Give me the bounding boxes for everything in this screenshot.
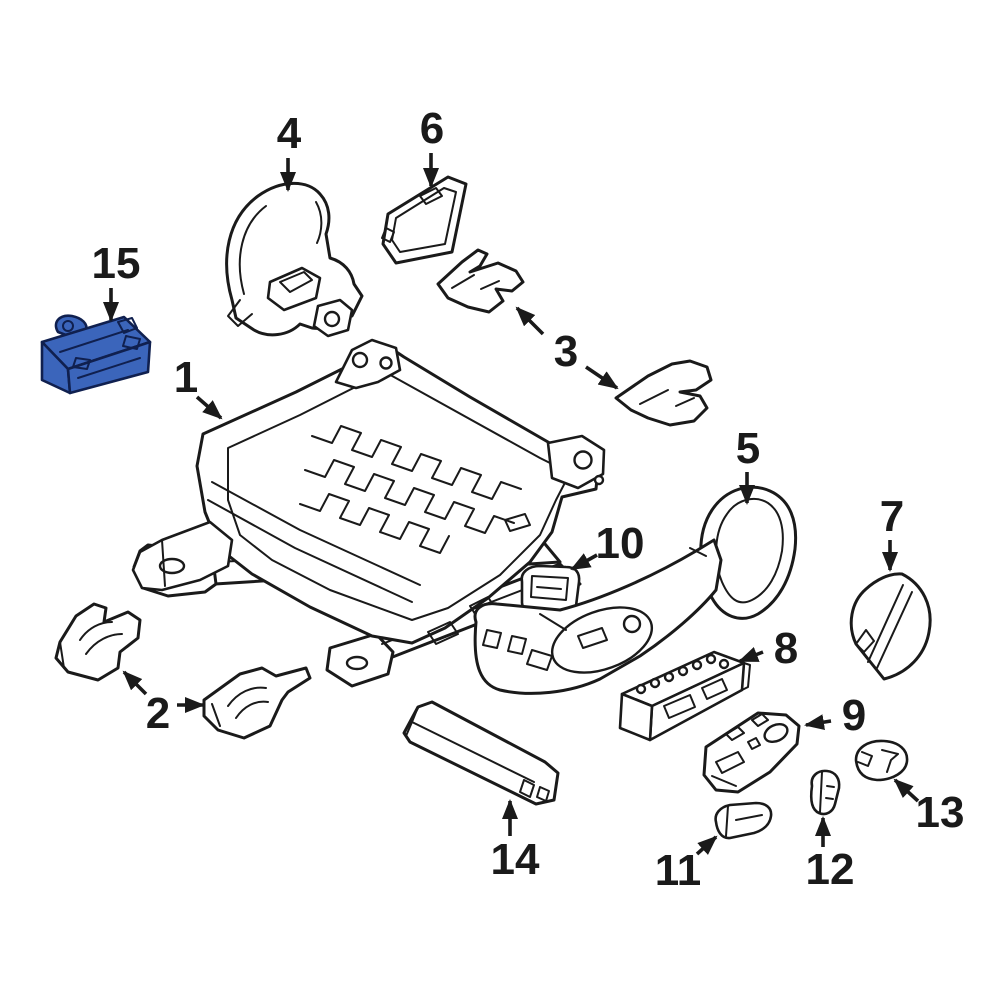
part-2-track-end-cover-right <box>202 666 312 740</box>
callout-2-arrow-1 <box>122 670 148 696</box>
callout-2-label: 2 <box>146 689 170 738</box>
callout-11-arrow <box>695 835 718 856</box>
part-7-rear-corner-trim <box>849 572 932 681</box>
part-9-switch-mount-bezel <box>702 711 801 794</box>
callout-5-label: 5 <box>736 424 760 473</box>
callout-8-label: 8 <box>774 624 798 673</box>
callout-6-label: 6 <box>420 104 444 153</box>
callout-9-label: 9 <box>842 691 866 740</box>
callout-3-arrow-2 <box>584 365 619 390</box>
part-14-track-sill-trim <box>402 700 560 806</box>
part-12-adjuster-knob <box>809 769 841 816</box>
callout-11-label: 11 <box>655 846 702 895</box>
part-11-seat-switch-cap <box>714 801 773 840</box>
callout-4-label: 4 <box>277 109 302 158</box>
callout-12-label: 12 <box>806 845 855 894</box>
callout-15-label: 15 <box>92 239 141 288</box>
callout-13-label: 13 <box>916 788 965 837</box>
callout-7-label: 7 <box>880 492 904 541</box>
callout-3-arrow-1 <box>515 306 545 336</box>
part-3-hinge-bracket-lower <box>614 359 713 427</box>
callout-1-label: 1 <box>174 353 198 402</box>
part-13-switch-end-cap <box>854 739 909 782</box>
callout-14-label: 14 <box>491 835 540 884</box>
part-1-seat-cushion-frame <box>131 338 606 645</box>
part-8-shield-mount-bracket <box>618 650 751 742</box>
part-2-track-end-cover-left <box>54 602 142 682</box>
part-6-seat-back-side-panel <box>381 175 468 265</box>
callout-10-arrow <box>570 553 598 571</box>
callout-8-arrow <box>738 646 764 663</box>
part-5-seat-side-shield <box>473 485 798 695</box>
callout-10-label: 10 <box>596 519 645 568</box>
part-3-hinge-bracket-upper <box>436 248 525 314</box>
part-15-occupant-sensor-module <box>40 314 152 395</box>
callout-9-arrow <box>804 714 832 731</box>
callout-3-label: 3 <box>554 327 578 376</box>
callout-1-arrow <box>195 395 223 420</box>
callout-13-arrow <box>893 778 920 803</box>
part-4-seat-back-side-frame <box>225 181 364 338</box>
